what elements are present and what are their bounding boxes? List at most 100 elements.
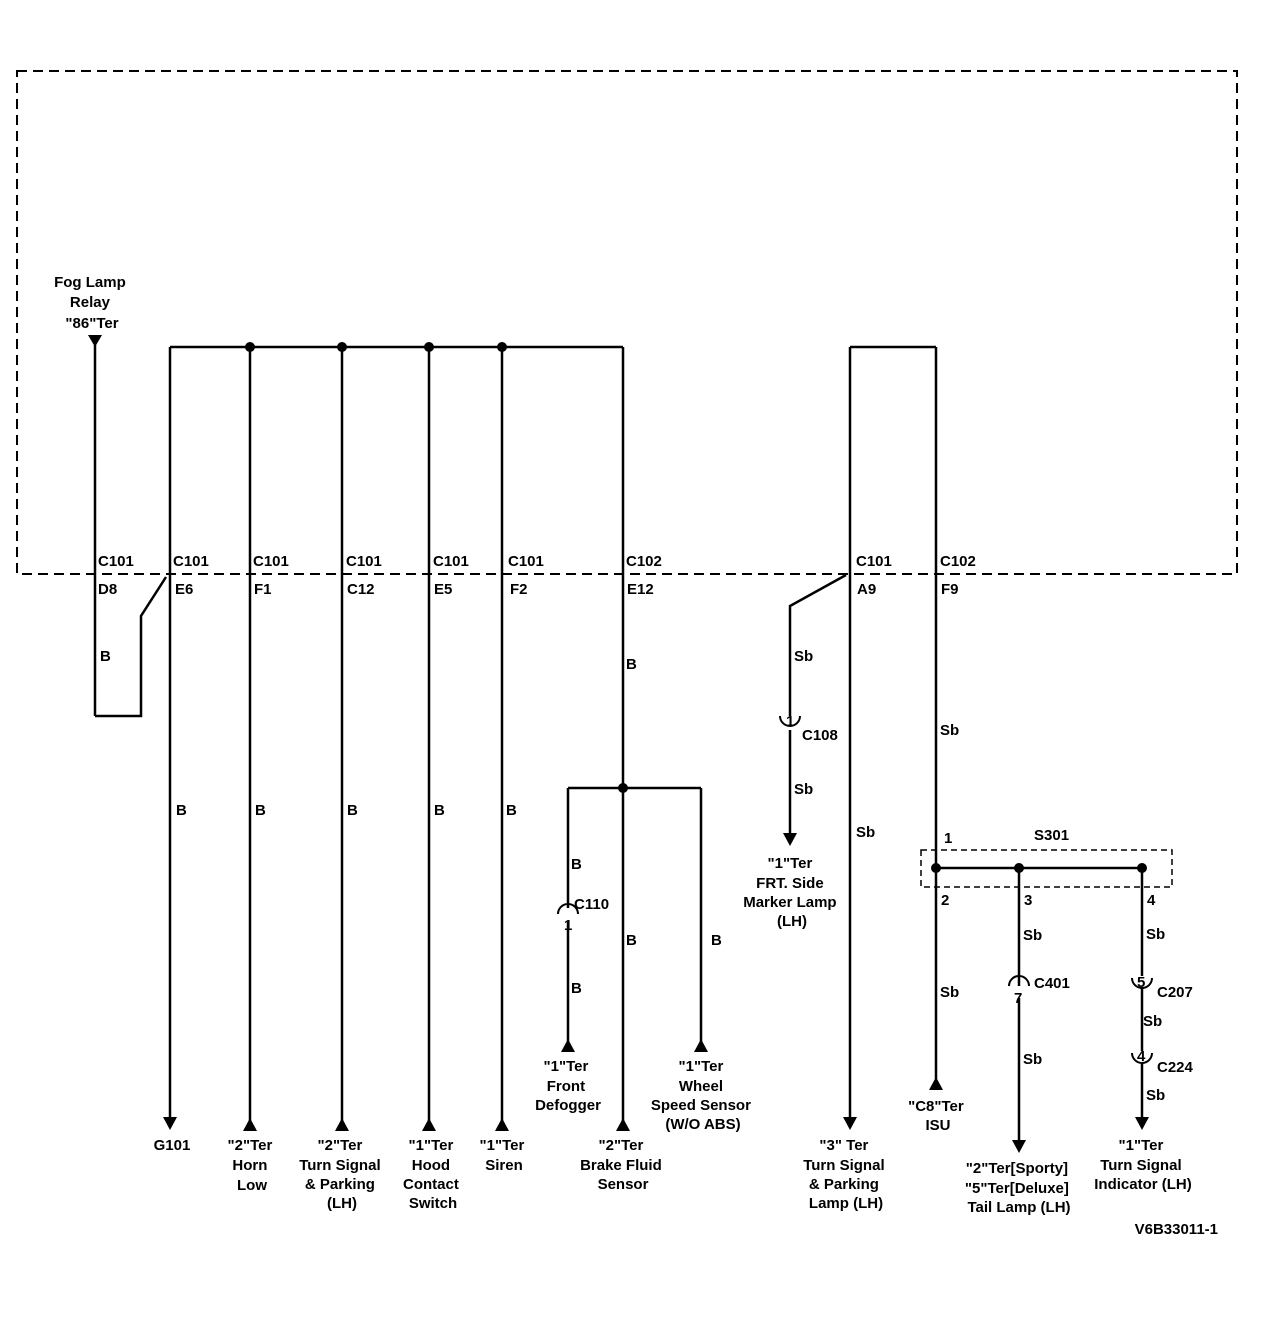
arrow-turn-lamp-icon xyxy=(843,1117,857,1130)
arrow-brake-fluid-icon xyxy=(616,1118,630,1131)
wire-color: Sb xyxy=(940,722,959,739)
s301-box xyxy=(920,849,1173,888)
connector-name: C224 xyxy=(1157,1059,1194,1076)
wire-a9-branch xyxy=(788,573,847,716)
splice-pin: 4 xyxy=(1147,892,1156,909)
connector-pin: 7 xyxy=(1014,990,1022,1007)
dest-g101: G101 xyxy=(154,1137,191,1154)
relay-label: Fog Lamp Relay "86"Ter xyxy=(54,274,130,332)
c108-arc xyxy=(779,715,801,727)
diagram-id: V6B33011-1 xyxy=(1135,1221,1218,1238)
connector-pin: 1 xyxy=(564,917,572,934)
arrow-siren-icon xyxy=(495,1118,509,1131)
connector-name: C207 xyxy=(1157,984,1193,1001)
arrow-hood-icon xyxy=(422,1118,436,1131)
arrow-g101-icon xyxy=(163,1117,177,1130)
connector-name: C101 xyxy=(856,553,892,570)
connector-pin: E5 xyxy=(434,581,452,598)
wire-color: Sb xyxy=(856,824,875,841)
connector-pin: F9 xyxy=(941,581,959,598)
connector-name: C101 xyxy=(346,553,382,570)
connector-pin: 4 xyxy=(1137,1048,1146,1065)
wire-color: B xyxy=(571,980,582,997)
wire-color: B xyxy=(176,802,187,819)
arrow-turn-parking-icon xyxy=(335,1118,349,1131)
wire-color: Sb xyxy=(1023,1051,1042,1068)
splice-pin: 3 xyxy=(1024,892,1032,909)
wire-color: B xyxy=(347,802,358,819)
connector-pin: 1 xyxy=(786,713,794,730)
wire-d8-loop xyxy=(95,576,168,718)
c401-arc xyxy=(1008,975,1030,987)
splice-name: S301 xyxy=(1034,827,1069,844)
connector-pin: 5 xyxy=(1137,974,1145,991)
splice-labels: S301 1 2 3 4 xyxy=(941,827,1156,909)
wire-color: Sb xyxy=(1023,927,1042,944)
dest-horn: "2"Ter Horn Low xyxy=(228,1137,277,1194)
arrows xyxy=(88,335,1149,1153)
connector-name: C102 xyxy=(940,553,976,570)
arrow-relay-icon xyxy=(88,335,102,347)
junction-dot xyxy=(424,342,434,352)
connector-name: C101 xyxy=(433,553,469,570)
connector-pin: E6 xyxy=(175,581,193,598)
arrow-isu-icon xyxy=(929,1077,943,1090)
wire-color: Sb xyxy=(1146,926,1165,943)
wire-color: Sb xyxy=(1143,1013,1162,1030)
wire-color: Sb xyxy=(1146,1087,1165,1104)
wires xyxy=(93,345,1144,1140)
dest-brake-fluid: "2"Ter Brake Fluid Sensor xyxy=(580,1137,666,1193)
dest-turn-signal-lamp: "3" Ter Turn Signal & Parking Lamp (LH) xyxy=(803,1137,889,1212)
connector-pin: E12 xyxy=(627,581,654,598)
arrow-side-marker-icon xyxy=(783,833,797,846)
connector-arcs xyxy=(557,715,1153,1064)
dest-tail-lamp: "2"Ter[Sporty] "5"Ter[Deluxe] Tail Lamp … xyxy=(965,1160,1073,1216)
connector-pin: D8 xyxy=(98,581,117,598)
destination-labels: G101 "2"Ter Horn Low "2"Ter Turn Signal … xyxy=(154,855,1192,1216)
arrow-indicator-icon xyxy=(1135,1117,1149,1130)
splice-pin: 2 xyxy=(941,892,949,909)
junction-dot xyxy=(618,783,628,793)
arrow-wheel-icon xyxy=(694,1039,708,1052)
wire-color: B xyxy=(434,802,445,819)
connector-name: C101 xyxy=(508,553,544,570)
dest-hood: "1"Ter Hood Contact Switch xyxy=(403,1137,463,1212)
arrow-horn-icon xyxy=(243,1118,257,1131)
dest-isu: "C8"Ter ISU xyxy=(908,1098,968,1134)
module-boundary xyxy=(16,70,1238,575)
c207-arc xyxy=(1131,977,1153,989)
splice-pin: 1 xyxy=(944,830,952,847)
wire-color: Sb xyxy=(794,648,813,665)
wire-color: B xyxy=(626,656,637,673)
wire-color: B xyxy=(506,802,517,819)
inline-connector-labels: 1 C108 1 C110 7 C401 5 C207 4 C224 xyxy=(564,713,1194,1076)
wire-color-labels: B B B B B B B B B B B Sb Sb Sb Sb Sb Sb … xyxy=(100,648,1165,1104)
connector-name: C101 xyxy=(173,553,209,570)
wire-color: B xyxy=(626,932,637,949)
c224-arc xyxy=(1131,1052,1153,1064)
junction-dot xyxy=(245,342,255,352)
c110-arc xyxy=(557,903,579,915)
junction-dot xyxy=(337,342,347,352)
dest-siren: "1"Ter Siren xyxy=(480,1137,529,1174)
wire-color: Sb xyxy=(794,781,813,798)
junction-dot xyxy=(1137,863,1147,873)
dest-turn-parking: "2"Ter Turn Signal & Parking (LH) xyxy=(299,1137,385,1212)
connector-name: C102 xyxy=(626,553,662,570)
wire-color: B xyxy=(711,932,722,949)
dest-side-marker: "1"Ter FRT. Side Marker Lamp (LH) xyxy=(743,855,841,930)
wire-color: B xyxy=(571,856,582,873)
wire-color: Sb xyxy=(940,984,959,1001)
connector-name: C110 xyxy=(574,896,609,913)
connector-name: C101 xyxy=(253,553,289,570)
wire-color: B xyxy=(255,802,266,819)
connector-labels: C101 D8 C101 E6 C101 F1 C101 C12 C101 E5… xyxy=(98,553,976,598)
arrow-defogger-icon xyxy=(561,1039,575,1052)
junction-dot xyxy=(497,342,507,352)
wire-color: B xyxy=(100,648,111,665)
connector-name: C401 xyxy=(1034,975,1070,992)
dest-indicator: "1"Ter Turn Signal Indicator (LH) xyxy=(1094,1137,1192,1193)
arrow-tail-lamp-icon xyxy=(1012,1140,1026,1153)
connector-pin: C12 xyxy=(347,581,375,598)
